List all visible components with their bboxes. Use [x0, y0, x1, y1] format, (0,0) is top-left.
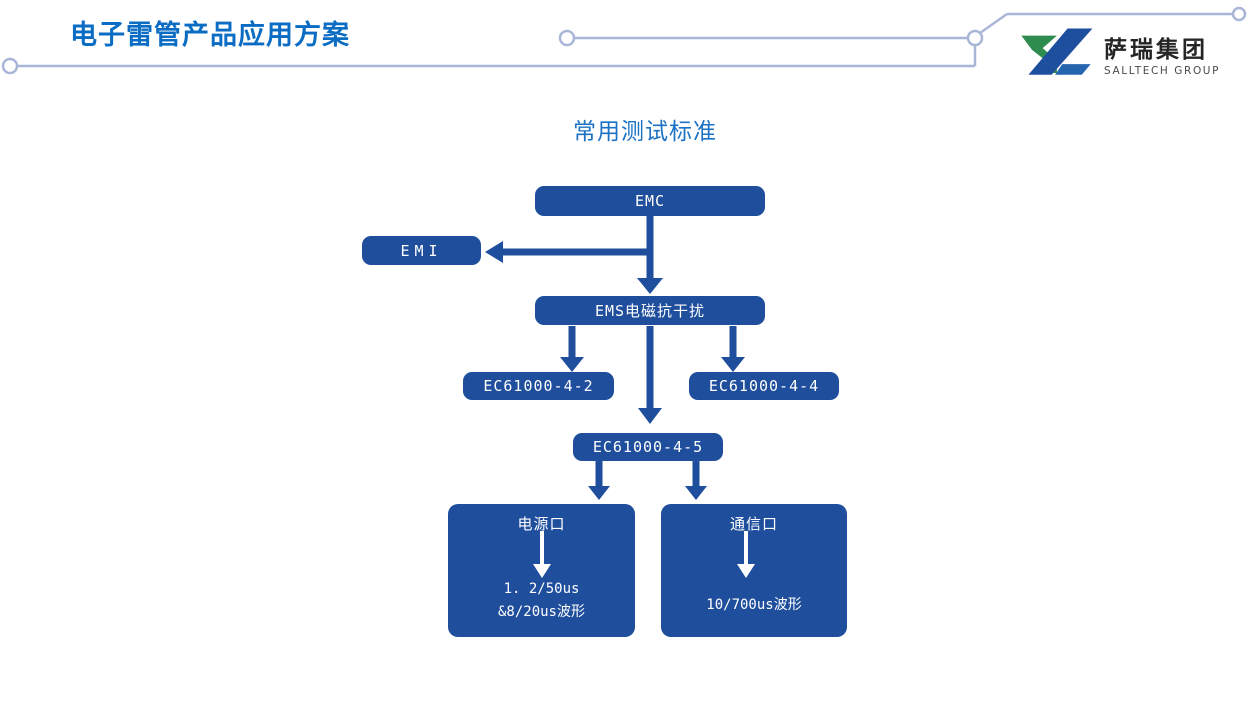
node-emi: EMI	[362, 236, 481, 265]
power-port-title: 电源口	[517, 515, 566, 533]
logo: 萨瑞集团 SALLTECH GROUP	[1016, 28, 1220, 78]
node-emc: EMC	[535, 186, 765, 216]
logo-mark-icon	[1021, 28, 1093, 75]
node-ems: EMS电磁抗干扰	[535, 296, 765, 325]
power-port-waveform-line2: &8/20us波形	[497, 604, 585, 620]
logo-name: 萨瑞集团	[1104, 36, 1208, 63]
node-ec61000-4-4: EC61000-4-4	[689, 372, 839, 400]
diagram-title: 常用测试标准	[573, 119, 717, 145]
power-port-waveform-line1: 1. 2/50us	[503, 581, 580, 597]
arrowhead-down-to-ec5	[638, 408, 662, 424]
logo-subname: SALLTECH GROUP	[1104, 64, 1221, 77]
node-ec61000-4-2: EC61000-4-2	[463, 372, 614, 400]
node-comm-port: 通信口 10/700us波形	[661, 504, 847, 637]
comm-port-waveform-line1: 10/700us波形	[706, 597, 802, 613]
arrowhead-down-to-ec4	[721, 357, 745, 372]
arrowhead-left-to-emi	[485, 241, 503, 263]
page-title: 电子雷管产品应用方案	[70, 20, 350, 51]
arrowhead-down-to-power	[588, 486, 610, 500]
arrowhead-down-to-ec2	[560, 357, 584, 372]
node-power-port: 电源口 1. 2/50us &8/20us波形	[448, 504, 635, 637]
node-ec61000-4-5: EC61000-4-5	[573, 433, 723, 461]
arrowhead-down-to-comm	[685, 486, 707, 500]
logo-text: 萨瑞集团 SALLTECH GROUP	[1104, 30, 1220, 77]
arrowhead-down-to-ems	[637, 278, 663, 294]
comm-port-title: 通信口	[729, 515, 778, 533]
